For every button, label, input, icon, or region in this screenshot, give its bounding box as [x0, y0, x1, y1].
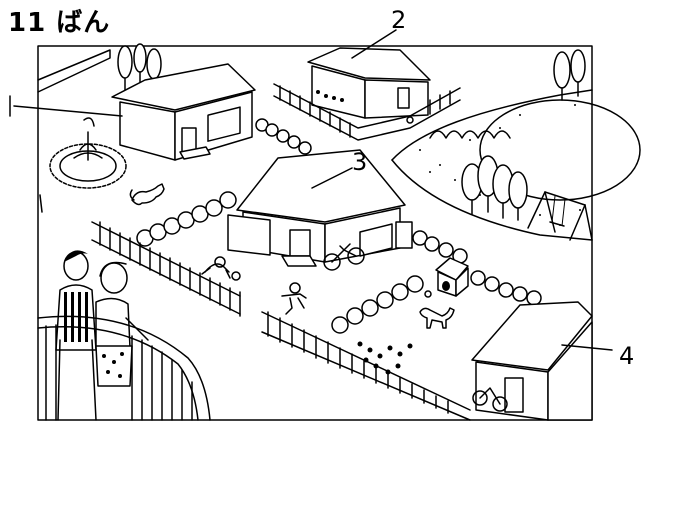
- callout-label-3: 3: [352, 148, 367, 176]
- callout-4: 4: [561, 342, 634, 370]
- bush-row: [255, 118, 312, 155]
- balcony-railing: [37, 315, 211, 421]
- fountain-icon: [49, 117, 127, 189]
- tree-icon: [553, 49, 586, 101]
- house-2: [273, 47, 461, 141]
- house-1: [111, 63, 256, 161]
- dog-icon: [419, 307, 455, 329]
- doghouse-icon: [424, 257, 469, 298]
- callout-2: 2: [351, 6, 406, 59]
- callout-label-2: 2: [391, 6, 406, 34]
- bicycle-icon: [323, 243, 365, 271]
- person-icon: [201, 256, 241, 281]
- tree-icon: [117, 43, 162, 91]
- tree-icon: [461, 155, 528, 221]
- bush-row: [412, 230, 468, 264]
- swing-set-icon: [527, 191, 593, 241]
- bush-row: [331, 270, 542, 334]
- park-area: [391, 89, 641, 241]
- bush-row: [136, 191, 237, 247]
- picket-fence-icon: [91, 221, 241, 317]
- house-3: [227, 149, 413, 267]
- picture-frame: [37, 45, 593, 421]
- person-icon: [95, 261, 149, 387]
- person-icon: [281, 282, 307, 315]
- callout-label-4: 4: [619, 342, 634, 370]
- cat-icon: [129, 183, 165, 206]
- house-4: [471, 301, 593, 421]
- callout-1: 1: [4, 94, 123, 122]
- picket-fence-icon: [261, 311, 471, 421]
- person-icon: [55, 250, 97, 421]
- callout-label-1: 1: [4, 94, 19, 122]
- callout-3: 3: [311, 148, 367, 189]
- page-title: 11 ばん: [8, 8, 111, 38]
